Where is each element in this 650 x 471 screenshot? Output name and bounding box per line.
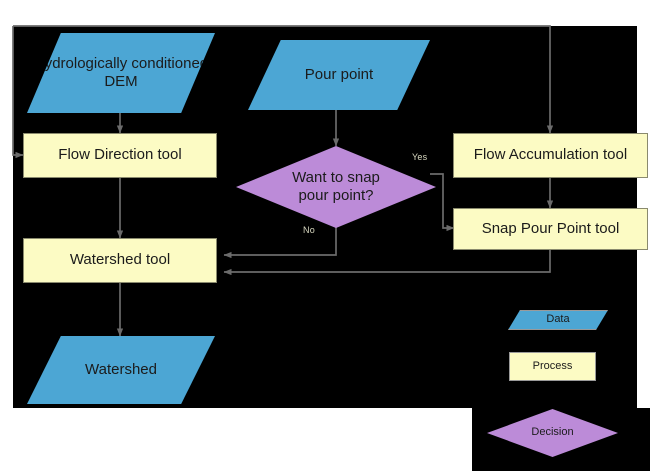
node-watershed[interactable]: Watershed [27, 336, 215, 404]
edge-label-no: No [303, 225, 315, 235]
node-label: Watershed tool [69, 251, 171, 269]
edge-label-yes: Yes [412, 152, 428, 162]
legend-label: Process [532, 359, 573, 372]
node-label: Want to snap pour point? [292, 168, 380, 204]
legend-label: Decision [531, 426, 574, 439]
legend-item-process: Process [509, 352, 596, 381]
node-hydrologically-conditioned-dem[interactable]: Hydrologically conditioned DEM [27, 33, 215, 113]
node-flow-direction-tool[interactable]: Flow Direction tool [23, 133, 217, 178]
node-label: Watershed [85, 360, 157, 378]
node-label: Pour point [304, 65, 374, 83]
node-label: Flow Accumulation tool [473, 146, 628, 164]
node-label: Snap Pour Point tool [481, 219, 620, 237]
node-snap-pour-point-tool[interactable]: Snap Pour Point tool [453, 208, 648, 250]
node-label: Flow Direction tool [58, 146, 182, 164]
node-label: Hydrologically conditioned DEM [33, 54, 209, 90]
node-pour-point[interactable]: Pour point [248, 40, 430, 110]
node-flow-accumulation-tool[interactable]: Flow Accumulation tool [453, 133, 648, 178]
legend-item-data: Data [508, 310, 608, 330]
legend-label: Data [546, 313, 570, 326]
node-watershed-tool[interactable]: Watershed tool [23, 238, 217, 283]
